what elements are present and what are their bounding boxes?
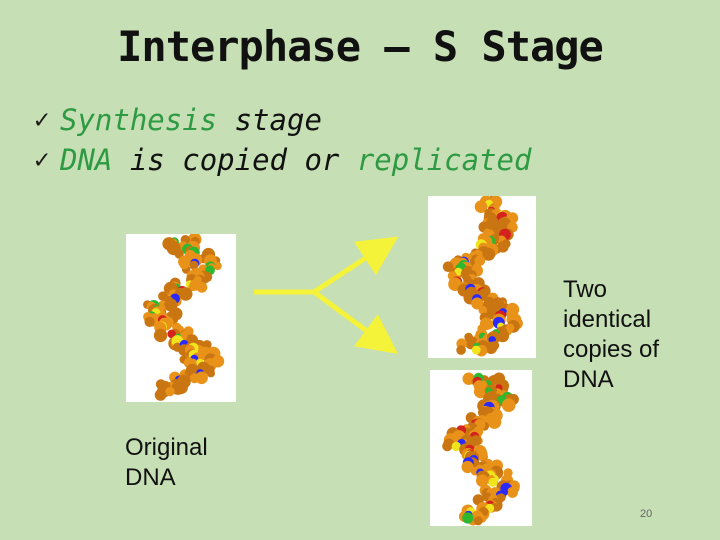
dna-helix-icon	[442, 372, 520, 526]
bullet-text-stage: stage	[217, 103, 322, 137]
copies-label-line: identical	[563, 306, 652, 333]
bullet-synthesis: ✓ Synthesis stage	[34, 100, 531, 140]
bullet-highlight-replicated: replicated	[356, 143, 532, 177]
original-dna-image	[126, 234, 236, 402]
replication-arrows-icon	[254, 236, 399, 354]
copies-label: Two identical copies of DNA	[563, 275, 659, 395]
original-label-line: Original	[125, 434, 208, 461]
bullet-highlight-dna: DNA	[60, 143, 113, 177]
bullet-list: ✓ Synthesis stage ✓ DNA is copied or rep…	[34, 100, 532, 180]
bullet-dna-copied: ✓ DNA is copied or replicated	[34, 140, 532, 180]
page-number: 20	[640, 508, 653, 520]
original-label-line: DNA	[125, 464, 176, 491]
copies-label-line: DNA	[563, 366, 614, 393]
checkmark-icon: ✓	[34, 145, 50, 175]
bullet-highlight-synthesis: Synthesis	[60, 103, 218, 137]
copies-label-line: Two	[563, 276, 608, 303]
bullet-text-is-copied: is copied or	[112, 143, 357, 177]
dna-helix-icon	[442, 196, 523, 357]
dna-copy-top-image	[428, 196, 536, 358]
checkmark-icon: ✓	[34, 105, 50, 135]
slide-title: Interphase – S Stage	[117, 22, 604, 71]
original-dna-label: Original DNA	[125, 433, 208, 493]
copies-label-line: copies of	[563, 336, 660, 363]
dna-copy-bottom-image	[430, 370, 532, 526]
dna-helix-icon	[143, 234, 225, 401]
